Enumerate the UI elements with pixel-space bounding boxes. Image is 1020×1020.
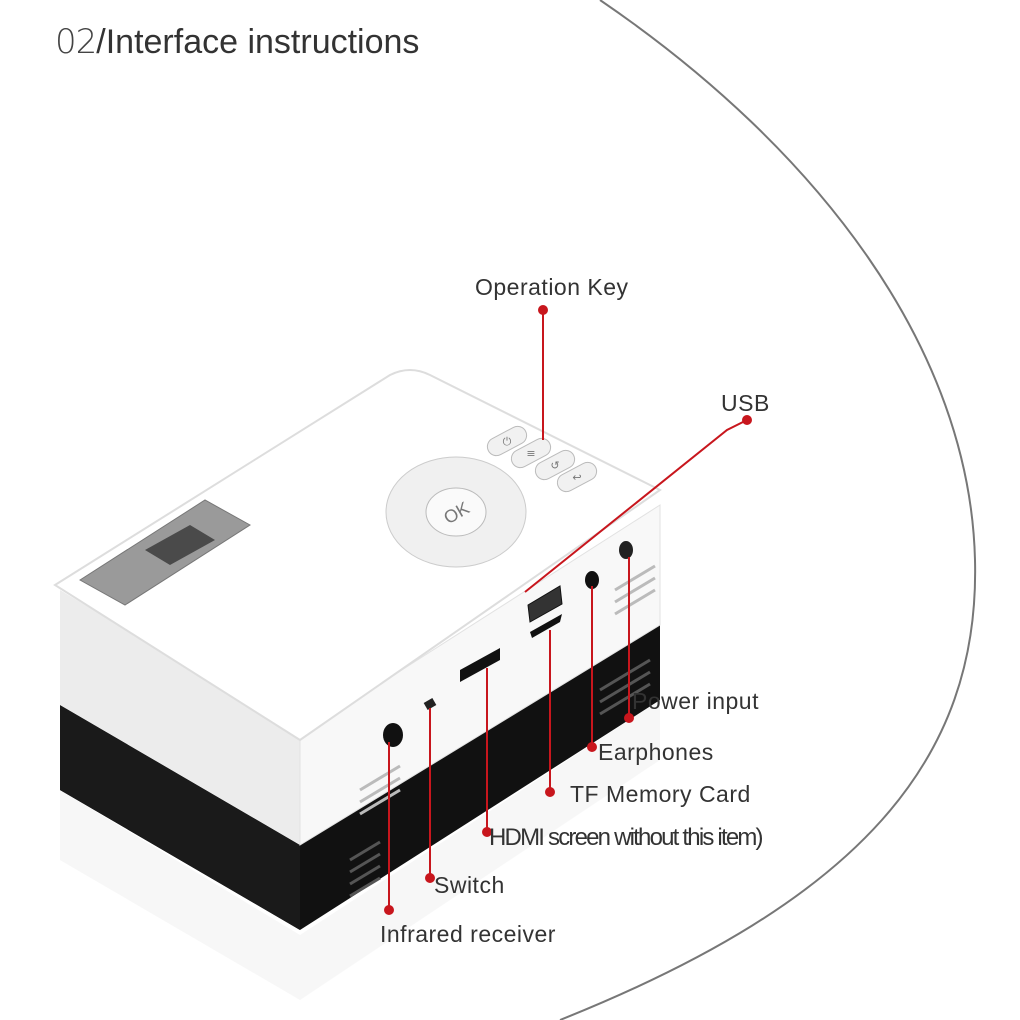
label-usb: USB xyxy=(721,390,770,416)
power-port xyxy=(619,541,633,559)
label-earphones: Earphones xyxy=(598,739,714,765)
earphone-port xyxy=(585,571,599,589)
label-tf-card: TF Memory Card xyxy=(570,781,751,807)
usb-port xyxy=(527,585,563,623)
ok-button xyxy=(425,487,487,537)
label-power-input: Power input xyxy=(632,688,759,714)
callouts xyxy=(384,305,752,915)
label-operation-key: Operation Key xyxy=(475,274,629,300)
title-number: 02 xyxy=(55,22,97,62)
operation-keys xyxy=(486,425,598,493)
operation-key-glyph: ≡ xyxy=(526,447,535,460)
device-front-face xyxy=(60,590,300,845)
label-hdmi: HDMI screen without this item) xyxy=(489,824,764,851)
base-vents xyxy=(349,658,651,898)
device-reflection xyxy=(60,700,660,1000)
device-top-face xyxy=(53,369,662,742)
title-text: Interface instructions xyxy=(105,23,420,61)
operation-key-glyph: ↩ xyxy=(572,471,581,484)
label-infrared-receiver: Infrared receiver xyxy=(380,921,556,947)
switch-port xyxy=(423,698,437,710)
hdmi-port xyxy=(460,648,500,682)
tf-slot xyxy=(530,614,562,638)
operation-key-glyph: ⏻ xyxy=(503,435,512,448)
decorative-arc xyxy=(559,0,977,1020)
operation-key-glyph: ↺ xyxy=(550,459,559,472)
page-title: 02/Interface instructions xyxy=(55,22,419,62)
title-separator: / xyxy=(96,23,106,61)
infrared-port xyxy=(383,723,403,747)
side-vents xyxy=(359,564,656,816)
label-switch: Switch xyxy=(434,872,505,898)
